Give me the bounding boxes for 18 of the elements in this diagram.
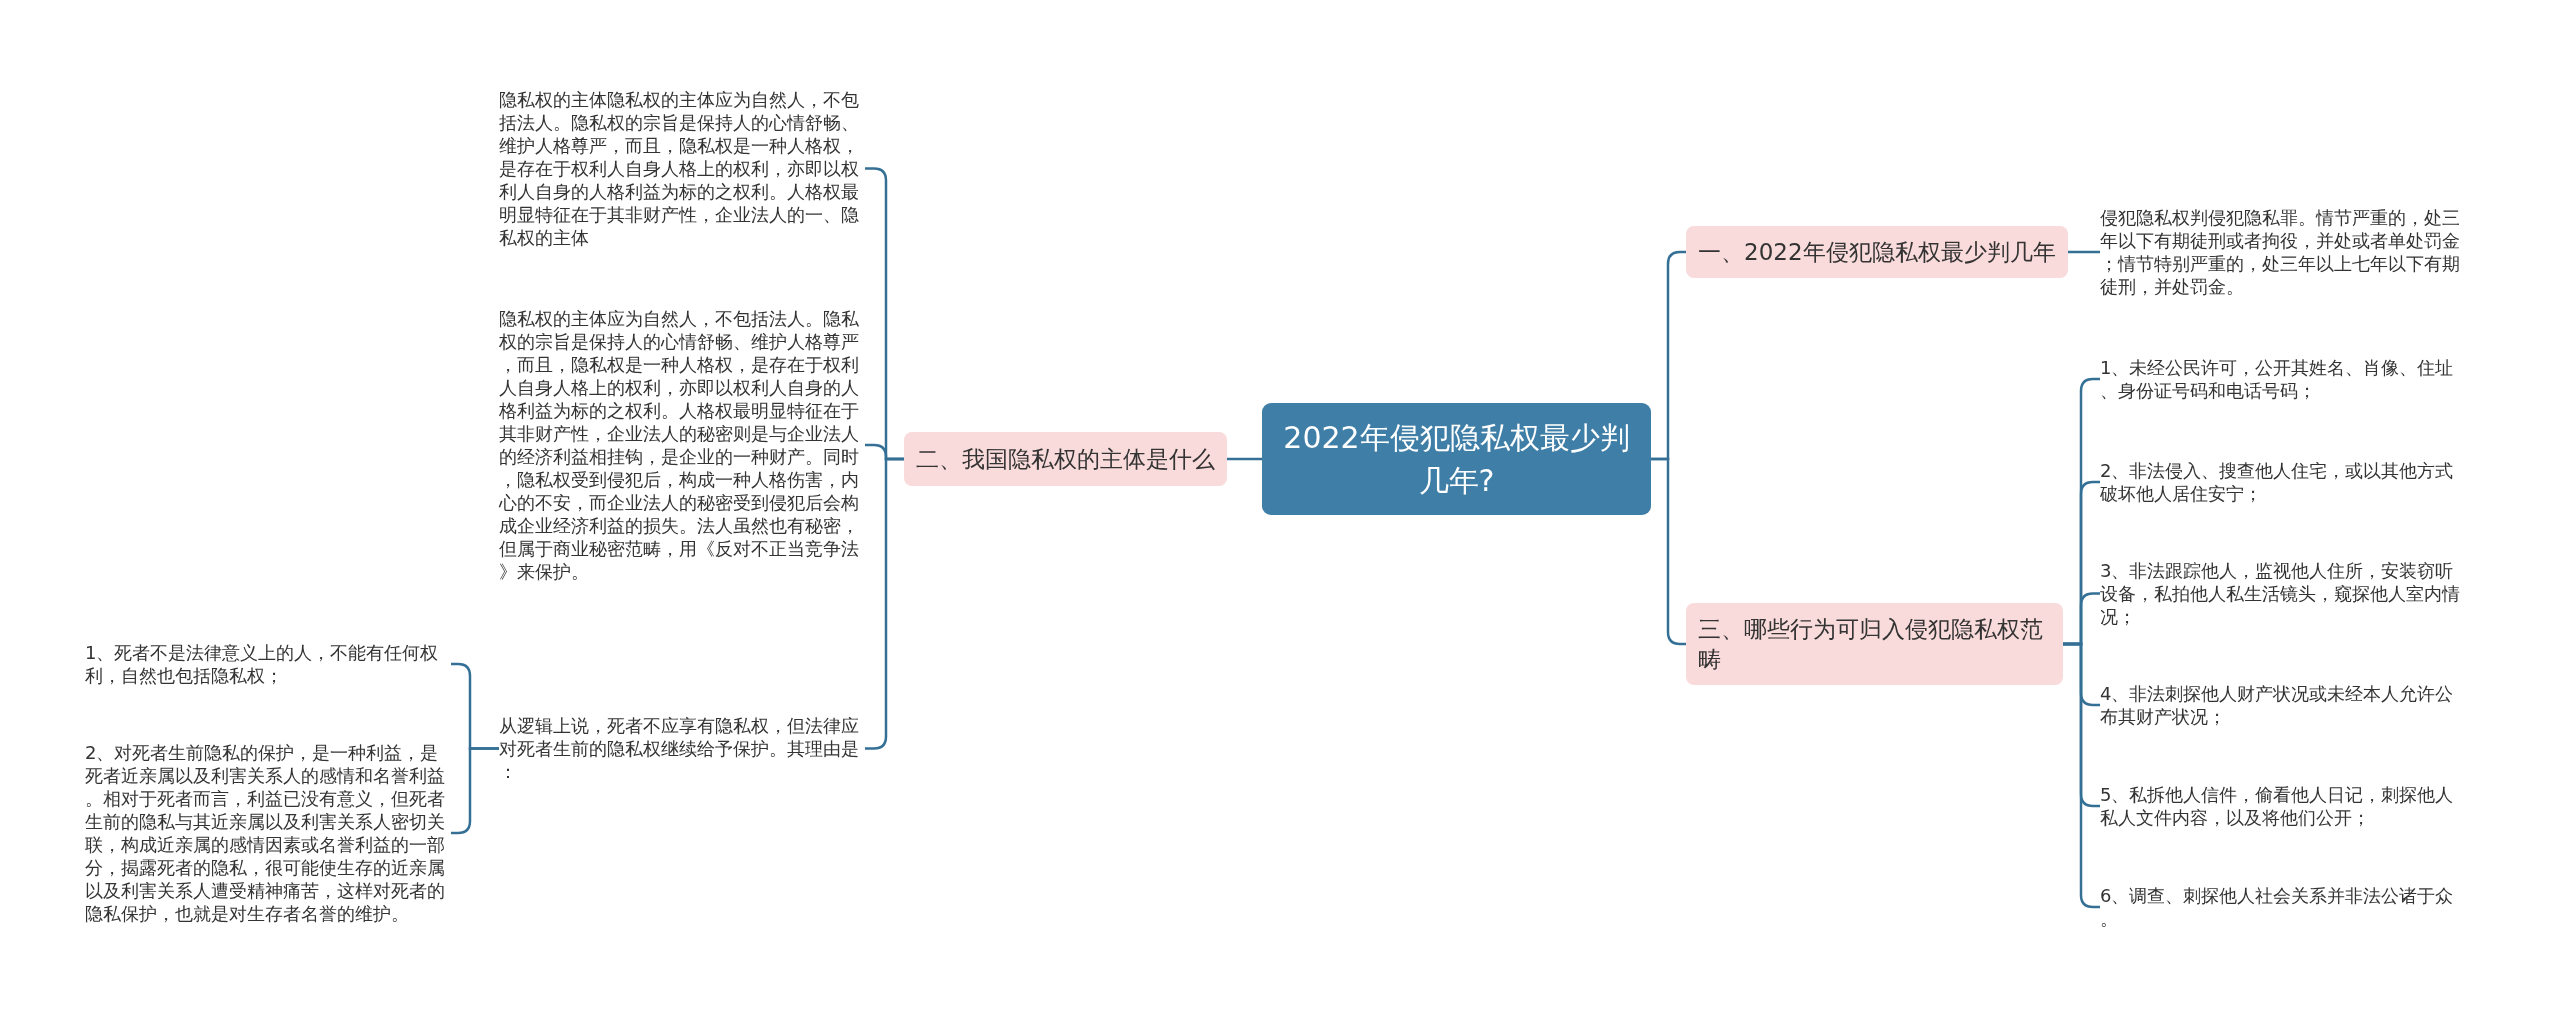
note-text: 3、非法跟踪他人，监视他人住所，安装窃听设备，私拍他人私生活镜头，窥探他人室内情况； [2100,559,2466,628]
note-text: 6、调查、刺探他人社会关系并非法公诸于众。 [2100,884,2466,930]
topic-box: 二、我国隐私权的主体是什么 [904,432,1227,486]
note-text: 1、死者不是法律意义上的人，不能有任何权利，自然也包括隐私权； [85,641,451,687]
note-text: 4、非法刺探他人财产状况或未经本人允许公布其财产状况； [2100,682,2466,728]
note-text: 1、未经公民许可，公开其姓名、肖像、住址、身份证号码和电话号码； [2100,356,2466,402]
central-topic-box: 2022年侵犯隐私权最少判几年? [1262,403,1651,515]
note-text: 隐私权的主体隐私权的主体应为自然人，不包括法人。隐私权的宗旨是保持人的心情舒畅、维护人格尊严，而且，隐私权是一种人格权，是存在于权利人自身人格上的权利，亦即以权利人自身的人格利益为标的之权利。人格权最明显特征在于其非财产性，企业法人的一、隐私权的主体 [499,88,865,249]
note-text: 2、对死者生前隐私的保护，是一种利益，是死者近亲属以及利害关系人的感情和名誉利益。相对于死者而言，利益已没有意义，但死者生前的隐私与其近亲属以及利害关系人密切关联，构成近亲属的感情因素或名誉利益的一部分，揭露死者的隐私，很可能使生存的近亲属以及利害关系人遭受精神痛苦，这样对死者的隐私保护，也就是对生存者名誉的维护。 [85,741,451,925]
note-text: 隐私权的主体应为自然人，不包括法人。隐私权的宗旨是保持人的心情舒畅、维护人格尊严，而且，隐私权是一种人格权，是存在于权利人自身人格上的权利，亦即以权利人自身的人格利益为标的之权利。人格权最明显特征在于其非财产性，企业法人的秘密则是与企业法人的经济利益相挂钩，是企业的一种财产。同时，隐私权受到侵犯后，构成一种人格伤害，内心的不安，而企业法人的秘密受到侵犯后会构成企业经济利益的损失。法人虽然也有秘密，但属于商业秘密范畴，用《反对不正当竞争法》来保护。 [499,307,865,583]
note-text: 2、非法侵入、搜查他人住宅，或以其他方式破坏他人居住安宁； [2100,459,2466,505]
note-text: 5、私拆他人信件，偷看他人日记，刺探他人私人文件内容，以及将他们公开； [2100,783,2466,829]
topic-box: 一、2022年侵犯隐私权最少判几年 [1686,226,2068,278]
topic-box: 三、哪些行为可归入侵犯隐私权范畴 [1686,603,2063,685]
connector-line [1227,457,1262,461]
note-text: 侵犯隐私权判侵犯隐私罪。情节严重的，处三年以下有期徒刑或者拘役，并处或者单处罚金；情节特别严重的，处三年以上七年以下有期徒刑，并处罚金。 [2100,206,2466,298]
connector-line [2067,250,2100,254]
note-text: 从逻辑上说，死者不应享有隐私权，但法律应对死者生前的隐私权继续给予保护。其理由是： [499,714,865,783]
